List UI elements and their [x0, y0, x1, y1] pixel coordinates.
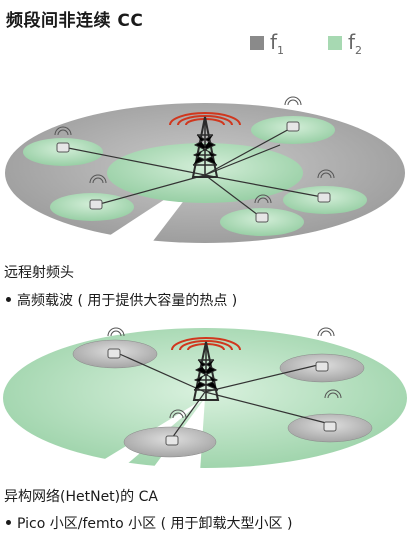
section-2-bullet: Pico 小区/femto 小区 ( 用于卸载大型小区 )	[4, 513, 292, 533]
rrh-unit-5	[254, 194, 272, 223]
rrh-diagram	[5, 96, 405, 247]
legend: f1 f2	[0, 30, 407, 60]
small-cell-unit-4	[323, 389, 342, 432]
small-cell-unit-2	[315, 327, 335, 372]
rrh-unit-3	[89, 174, 107, 210]
small-cell-unit-1	[107, 327, 125, 359]
section-1-caption: 远程射频头	[4, 265, 74, 281]
rrh-unit-1	[54, 126, 72, 153]
rrh-unit-2	[284, 96, 302, 132]
base-station-tower-2	[171, 337, 241, 401]
hetnet-diagram	[3, 327, 407, 472]
legend-swatch-f1	[250, 36, 264, 50]
legend-label-f1: f1	[270, 30, 285, 57]
base-station-tower-1	[169, 112, 241, 178]
legend-label-f2: f2	[348, 30, 363, 57]
section-2-caption: 异构网络(HetNet)的 CA	[4, 489, 158, 505]
fiber-links	[62, 126, 323, 219]
small-cell-unit-3	[165, 409, 187, 446]
backhaul-links	[114, 351, 331, 439]
page-title: 频段间非连续 CC	[6, 11, 144, 31]
legend-swatch-f2	[328, 36, 342, 50]
section-1-bullet: 高频载波 ( 用于提供大容量的热点 )	[4, 290, 237, 310]
rrh-unit-4	[317, 169, 335, 203]
